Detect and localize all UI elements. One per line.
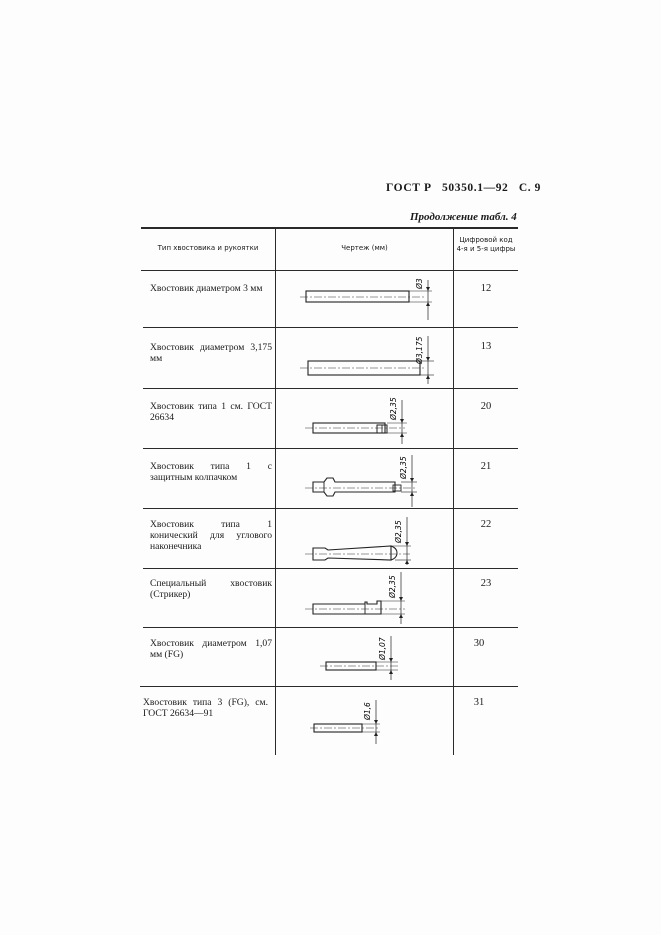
table-continuation-label: Продолжение табл. 4 bbox=[410, 211, 517, 223]
svg-text:Ø1,07: Ø1,07 bbox=[378, 637, 387, 661]
shank-type: Хвостовик диаметром 1,07 мм (FG) bbox=[150, 638, 272, 660]
shank-drawing-type1-conical: Ø2,35 bbox=[305, 517, 411, 565]
row-separator bbox=[143, 327, 518, 329]
row-separator bbox=[140, 686, 518, 688]
digital-code: 22 bbox=[480, 519, 492, 530]
shank-type: Хвостовик типа 1 см. ГОСТ 26634 bbox=[150, 401, 272, 423]
svg-text:Ø2,35: Ø2,35 bbox=[389, 397, 398, 421]
column-divider-2 bbox=[453, 227, 455, 755]
digital-code: 20 bbox=[480, 401, 492, 412]
shank-drawing-fg-1-07: Ø1,07 bbox=[320, 636, 398, 680]
header-bottom-border bbox=[141, 270, 518, 272]
column-header-type: Тип хвостовика и рукоятки bbox=[157, 244, 259, 252]
shank-type: Хвостовик типа 3 (FG), см. ГОСТ 26634—91 bbox=[143, 697, 268, 719]
digital-code: 23 bbox=[480, 578, 492, 589]
row-separator bbox=[143, 388, 518, 390]
svg-text:Ø1,6: Ø1,6 bbox=[363, 702, 372, 721]
digital-code: 30 bbox=[473, 638, 485, 649]
column-divider-1 bbox=[275, 227, 277, 755]
row-separator bbox=[143, 448, 518, 450]
svg-text:Ø3,175: Ø3,175 bbox=[415, 336, 424, 365]
shank-drawing-stryker: Ø2,35 bbox=[305, 572, 405, 624]
table-top-border bbox=[141, 227, 518, 229]
row-separator bbox=[143, 508, 518, 510]
shank-type: Хвостовик диаметром 3,175 мм bbox=[150, 342, 272, 364]
shank-type: Хвостовик типа 1 конический для углового… bbox=[150, 519, 272, 552]
column-header-drawing: Чертеж (мм) bbox=[341, 244, 388, 252]
page-header-standard: ГОСТ Р 50350.1—92 С. 9 bbox=[386, 182, 542, 194]
shank-drawing-3mm: Ø3 bbox=[300, 278, 432, 320]
digital-code: 21 bbox=[480, 461, 492, 472]
shank-drawing-type1: Ø2,35 bbox=[305, 397, 407, 444]
column-header-code: Цифровой код 4-я и 5-я цифры bbox=[456, 236, 516, 253]
svg-text:Ø3: Ø3 bbox=[415, 278, 424, 290]
shank-drawing-3-175mm: Ø3,175 bbox=[300, 336, 434, 384]
shank-drawing-type1-cap: Ø2,35 bbox=[305, 455, 417, 507]
shank-drawing-type3-fg: Ø1,6 bbox=[310, 700, 380, 744]
shank-type: Хвостовик диаметром 3 мм bbox=[150, 283, 263, 294]
svg-text:Ø2,35: Ø2,35 bbox=[399, 456, 408, 480]
svg-text:Ø2,35: Ø2,35 bbox=[394, 520, 403, 544]
row-separator bbox=[143, 627, 518, 629]
row-separator bbox=[143, 568, 518, 570]
svg-text:Ø2,35: Ø2,35 bbox=[388, 575, 397, 599]
digital-code: 13 bbox=[480, 341, 492, 352]
shank-type: Хвостовик типа 1 с защитным колпачком bbox=[150, 461, 272, 483]
digital-code: 31 bbox=[473, 697, 485, 708]
shank-type: Специальный хвостовик (Стрикер) bbox=[150, 578, 272, 600]
digital-code: 12 bbox=[480, 283, 492, 294]
